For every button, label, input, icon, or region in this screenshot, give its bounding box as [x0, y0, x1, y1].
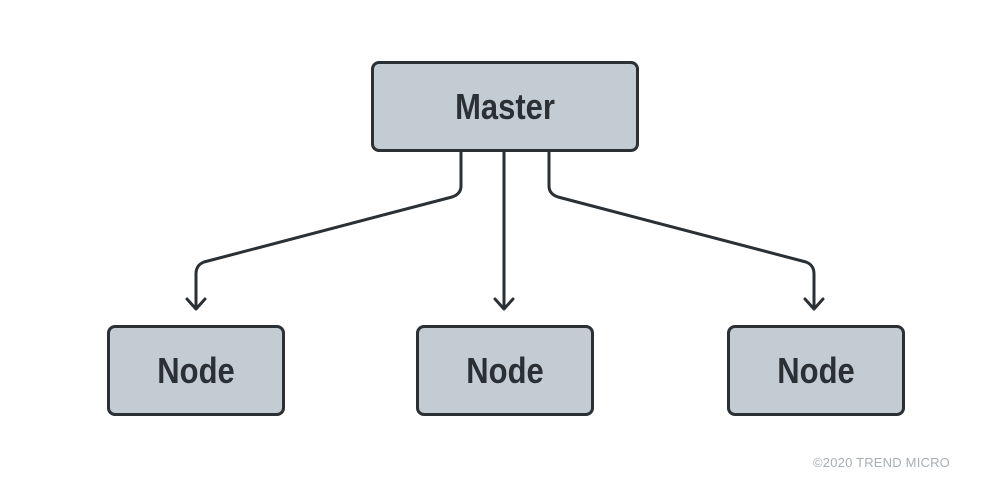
node-box-2: Node [416, 325, 594, 416]
node-box-3: Node [727, 325, 905, 416]
arrowhead-right-icon [803, 297, 825, 311]
master-box: Master [371, 61, 639, 152]
node-label-1: Node [157, 349, 235, 391]
master-label: Master [455, 85, 555, 127]
copyright-text: ©2020 TREND MICRO [813, 455, 950, 470]
connector-left [194, 148, 463, 310]
connector-right [547, 148, 816, 310]
arrowhead-left-icon [185, 297, 207, 311]
node-box-1: Node [107, 325, 285, 416]
node-label-3: Node [777, 349, 855, 391]
arrowhead-center-icon [493, 297, 515, 311]
node-label-2: Node [466, 349, 544, 391]
